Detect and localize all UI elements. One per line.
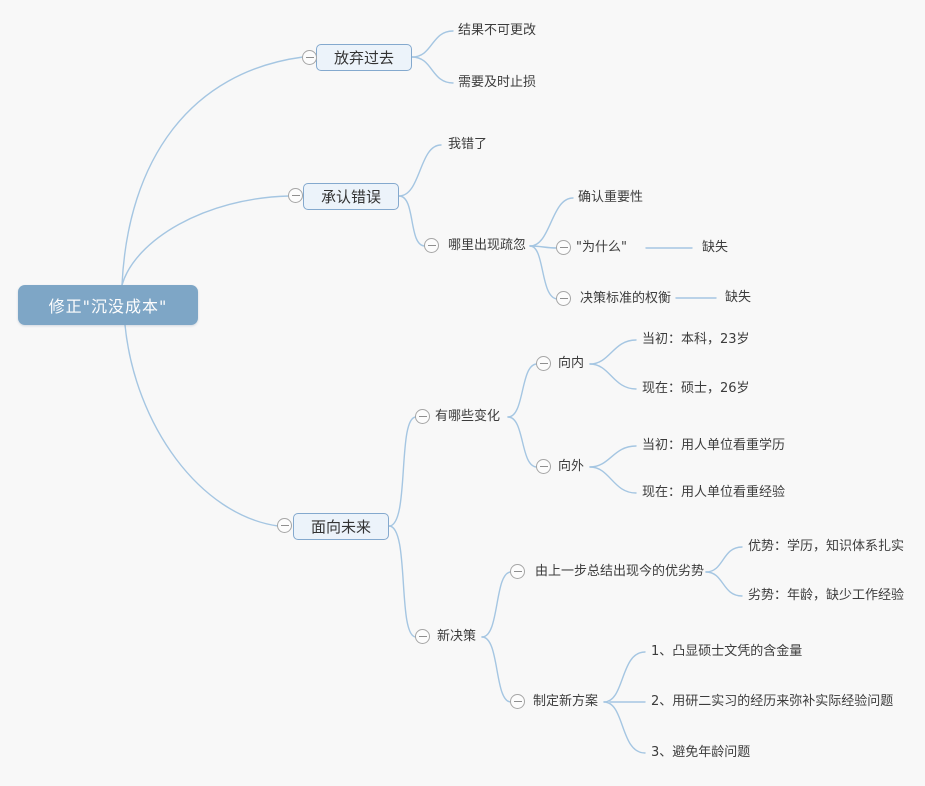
collapse-minus-icon[interactable]: [536, 459, 551, 474]
node-outward[interactable]: 向外: [558, 459, 585, 475]
node-where-oversight[interactable]: 哪里出现疏忽: [448, 238, 527, 254]
node-stop-loss-in-time[interactable]: 需要及时止损: [458, 75, 537, 91]
collapse-minus-icon[interactable]: [556, 291, 571, 306]
node-decision-criteria[interactable]: 决策标准的权衡: [580, 291, 672, 307]
collapse-minus-icon[interactable]: [415, 629, 430, 644]
node-plan-2[interactable]: 2、用研二实习的经历来弥补实际经验问题: [651, 694, 894, 710]
collapse-minus-icon[interactable]: [288, 188, 303, 203]
node-confirm-importance[interactable]: 确认重要性: [578, 190, 644, 206]
collapse-minus-icon[interactable]: [277, 518, 292, 533]
node-what-changes[interactable]: 有哪些变化: [435, 409, 501, 425]
collapse-minus-icon[interactable]: [510, 694, 525, 709]
collapse-minus-icon[interactable]: [536, 356, 551, 371]
node-why[interactable]: "为什么": [576, 240, 627, 256]
collapse-minus-icon[interactable]: [510, 564, 525, 579]
node-disadvantage[interactable]: 劣势：年龄，缺少工作经验: [748, 588, 905, 604]
collapse-minus-icon[interactable]: [302, 50, 317, 65]
node-advantage[interactable]: 优势：学历，知识体系扎实: [748, 539, 905, 555]
node-make-new-plan[interactable]: 制定新方案: [533, 694, 599, 710]
node-summarize-pros-cons[interactable]: 由上一步总结出现今的优劣势: [535, 564, 705, 580]
node-face-future[interactable]: 面向未来: [293, 513, 389, 540]
node-why-missing[interactable]: 缺失: [702, 240, 729, 256]
node-criteria-missing[interactable]: 缺失: [725, 290, 752, 306]
node-then-employers-value-degree[interactable]: 当初：用人单位看重学历: [642, 438, 786, 454]
collapse-minus-icon[interactable]: [424, 238, 439, 253]
node-now-employers-value-experience[interactable]: 现在：用人单位看重经验: [642, 485, 786, 501]
node-plan-3[interactable]: 3、避免年龄问题: [651, 745, 751, 761]
node-now-master-26[interactable]: 现在：硕士，26岁: [642, 381, 750, 397]
node-abandon-past[interactable]: 放弃过去: [316, 44, 412, 71]
node-plan-1[interactable]: 1、凸显硕士文凭的含金量: [651, 644, 803, 660]
node-admit-mistake[interactable]: 承认错误: [303, 183, 399, 210]
node-i-was-wrong[interactable]: 我错了: [448, 137, 488, 153]
node-then-bachelor-23[interactable]: 当初：本科，23岁: [642, 332, 750, 348]
connector-group: [121, 30, 743, 754]
collapse-minus-icon[interactable]: [556, 240, 571, 255]
node-root[interactable]: 修正"沉没成本": [18, 285, 198, 325]
node-result-unchangeable[interactable]: 结果不可更改: [458, 23, 537, 39]
node-new-decision[interactable]: 新决策: [437, 629, 477, 645]
collapse-minus-icon[interactable]: [415, 409, 430, 424]
node-inward[interactable]: 向内: [558, 356, 585, 372]
